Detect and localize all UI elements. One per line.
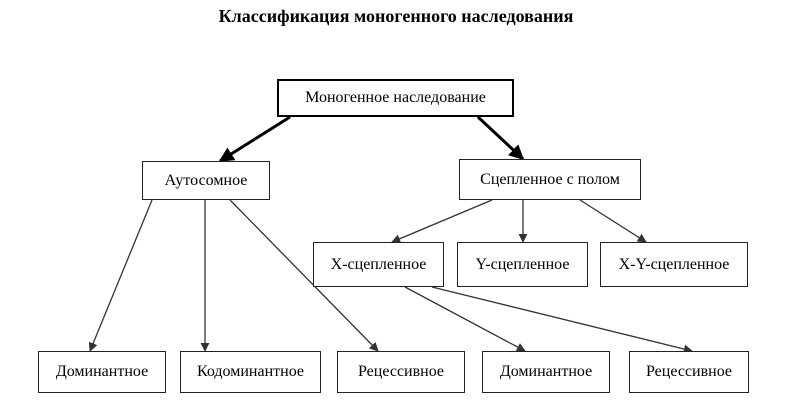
edge-root-autosomal <box>218 115 291 163</box>
node-x-linked-recessive: Рецессивное <box>629 351 749 393</box>
node-sex-linked: Сцепленное с полом <box>459 159 641 200</box>
node-xy-linked: X-Y-сцепленное <box>600 242 748 287</box>
node-y-linked: Y-сцепленное <box>457 242 588 287</box>
edge-autosomal-dominant <box>88 199 153 352</box>
edge-autosomal-recessive <box>229 199 379 352</box>
node-root: Моногенное наследование <box>277 79 514 117</box>
node-autosomal: Аутосомное <box>142 161 270 200</box>
node-x-linked-dominant: Доминантное <box>482 351 610 393</box>
edge-sex-linked-xy-linked <box>579 199 647 243</box>
node-x-linked: X-сцепленное <box>313 242 444 287</box>
edge-sex-linked-x-linked <box>391 199 493 244</box>
edge-x-linked-dominant <box>404 286 526 352</box>
edge-x-linked-recessive <box>431 286 693 354</box>
node-autosomal-codominant: Кодоминантное <box>180 351 321 393</box>
node-autosomal-recessive: Рецессивное <box>337 351 465 393</box>
edge-root-sex-linked <box>476 115 525 161</box>
node-autosomal-dominant: Доминантное <box>38 351 166 393</box>
diagram-title: Классификация моногенного наследования <box>218 6 574 26</box>
